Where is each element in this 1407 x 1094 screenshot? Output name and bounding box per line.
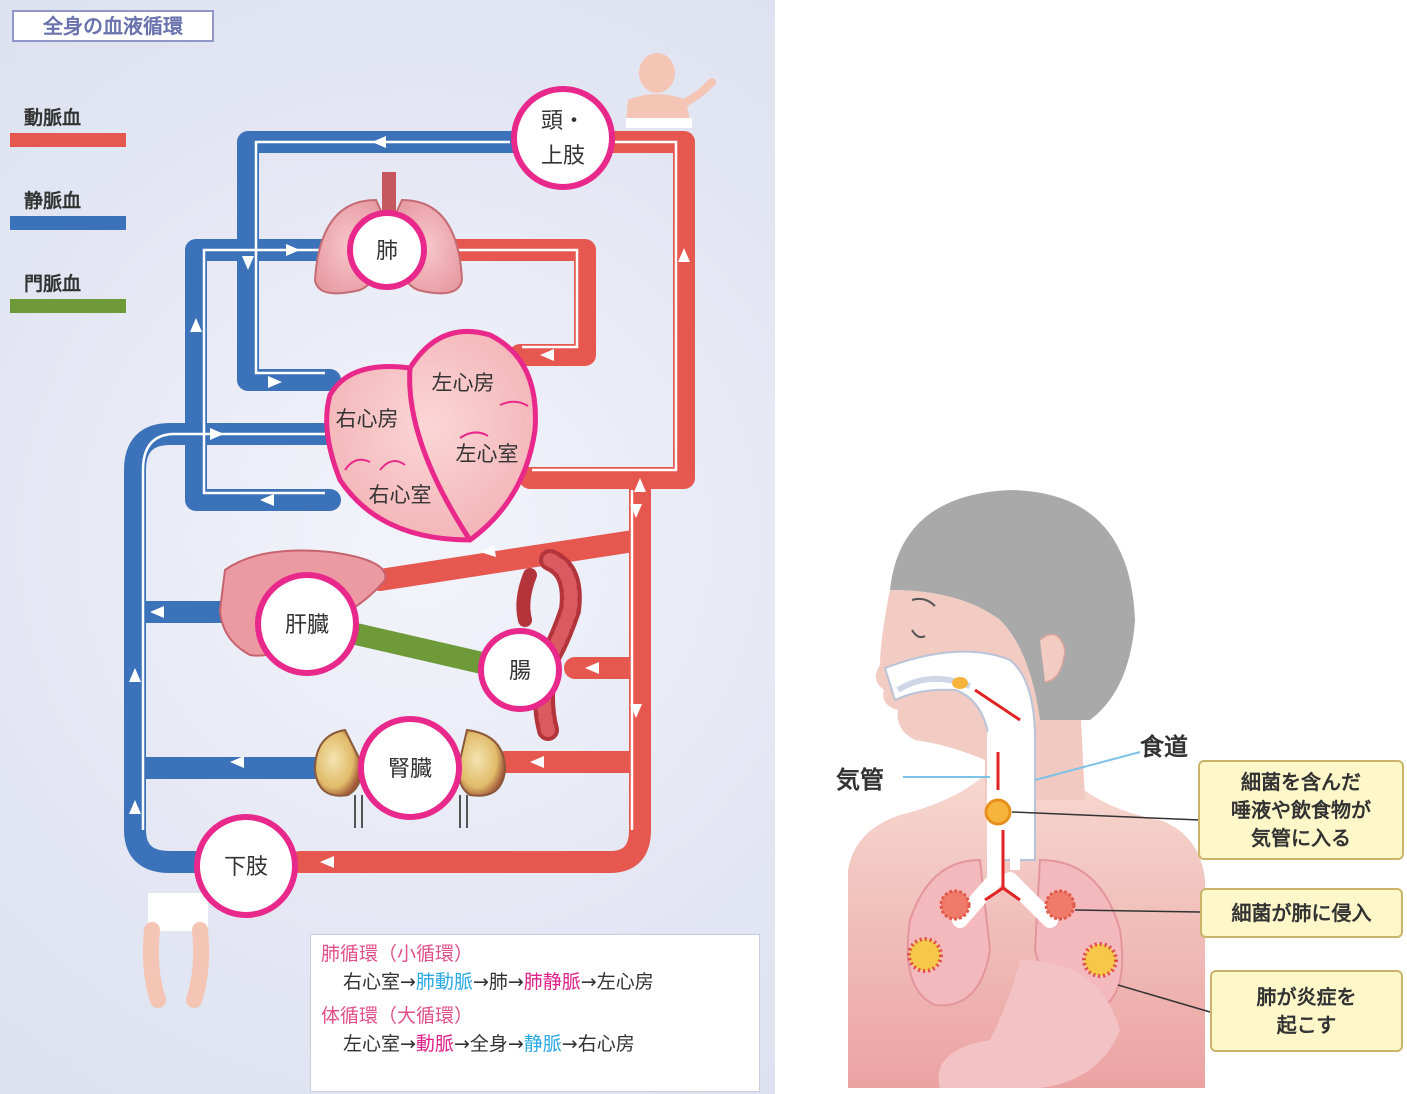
artery-term: 動脈	[415, 1033, 454, 1055]
legend-arterial-bar	[10, 133, 126, 147]
pulmonary-flow-part: →肺→	[472, 971, 524, 993]
kidney-label: 腎臓	[388, 757, 432, 782]
callout-inflammation: 肺が炎症を 起こす	[1210, 970, 1403, 1052]
nose-line	[911, 629, 926, 639]
systemic-flow-part: →右心房	[561, 1033, 635, 1055]
left-atrium-label: 左心房	[432, 371, 495, 395]
callout-pointers	[1011, 811, 1211, 1013]
systemic-flow: 左心室→動脈→全身→静脈→右心房	[321, 1029, 749, 1059]
systemic-flow-part: →全身→	[453, 1033, 524, 1055]
flow-arrows	[129, 136, 690, 868]
callout-line: 肺が炎症を	[1256, 985, 1357, 1009]
circulation-diagram: 頭・ 上肢 肺 左心房 右心房 左心室 右心室 肝臓 腸 腎臓 下肢	[124, 53, 716, 1008]
legend-arterial-label: 動脈血	[24, 107, 82, 129]
head-circle	[511, 86, 615, 190]
organ-circles	[194, 86, 615, 918]
lower-limb-circle	[194, 814, 298, 918]
eye	[911, 597, 936, 607]
lung-circle	[347, 210, 427, 290]
callout-line: 気管に入る	[1251, 826, 1351, 850]
circulation-summary: 肺循環（小循環） 右心室→肺動脈→肺→肺静脈→左心房 体循環（大循環） 左心室→…	[310, 934, 760, 1092]
pulmonary-flow-part: →左心房	[580, 971, 654, 993]
callout-aspiration: 細菌を含んだ 唾液や飲食物が 気管に入る	[1198, 760, 1404, 860]
aspiration-arrows	[974, 688, 1021, 902]
kidneys	[313, 728, 507, 828]
legend-portal-label: 門脈血	[24, 273, 82, 295]
ear	[1039, 633, 1066, 683]
lower-limb-label: 下肢	[224, 855, 268, 880]
bacteria	[907, 677, 1118, 978]
stomach	[938, 960, 1120, 1088]
callout-line: 細菌が肺に侵入	[1231, 901, 1372, 925]
systemic-flow-part: 左心室→	[343, 1033, 416, 1055]
left-lung	[1033, 858, 1124, 1012]
pulmonary-artery-term: 肺動脈	[415, 971, 473, 993]
callout-line: 唾液や飲食物が	[1231, 798, 1371, 822]
callout-line: 細菌を含んだ	[1241, 770, 1361, 794]
upper-body-figure	[626, 53, 716, 128]
esophagus-label: 食道	[1140, 733, 1188, 761]
trachea-label: 気管	[836, 766, 884, 794]
neck	[985, 700, 1085, 800]
right-ventricle-label: 右心室	[369, 483, 432, 507]
hair	[890, 490, 1135, 720]
pulmonary-title: 肺循環（小循環）	[321, 943, 474, 965]
pulmonary-flow: 右心室→肺動脈→肺→肺静脈→左心房	[321, 967, 749, 997]
legend-venous-label: 静脈血	[24, 190, 82, 212]
systemic-title: 体循環（大循環）	[321, 1005, 474, 1027]
legs-figure	[142, 893, 210, 1008]
legend-portal-bar	[10, 299, 126, 313]
airway	[883, 650, 1036, 861]
legend-venous-bar	[10, 216, 126, 230]
callout-line: 起こす	[1276, 1013, 1337, 1037]
face	[875, 590, 1040, 760]
arterial-flow-highlights	[455, 140, 678, 830]
intestine-circle	[478, 628, 562, 712]
liver-label: 肝臓	[285, 613, 329, 638]
pulmonary-flow-part: 右心室→	[343, 971, 416, 993]
tongue-line	[896, 675, 972, 693]
heart	[324, 329, 538, 543]
trachea	[952, 727, 1058, 928]
vein-term: 静脈	[523, 1033, 562, 1055]
head-label: 頭・	[541, 109, 585, 134]
upper-limb-label: 上肢	[541, 144, 585, 169]
torso	[848, 770, 1205, 1088]
right-atrium-label: 右心房	[336, 407, 399, 431]
label-pointers	[903, 751, 1141, 781]
diagram-title: 全身の血液循環	[12, 10, 214, 42]
kidney-circle	[358, 716, 462, 820]
lung-label: 肺	[376, 239, 398, 264]
liver-circle	[255, 572, 359, 676]
callout-invasion: 細菌が肺に侵入	[1200, 888, 1403, 938]
pulmonary-vein-term: 肺静脈	[523, 971, 581, 993]
left-ventricle-label: 左心室	[456, 442, 519, 466]
intestine-label: 腸	[509, 659, 531, 684]
right-lung	[906, 858, 992, 1007]
